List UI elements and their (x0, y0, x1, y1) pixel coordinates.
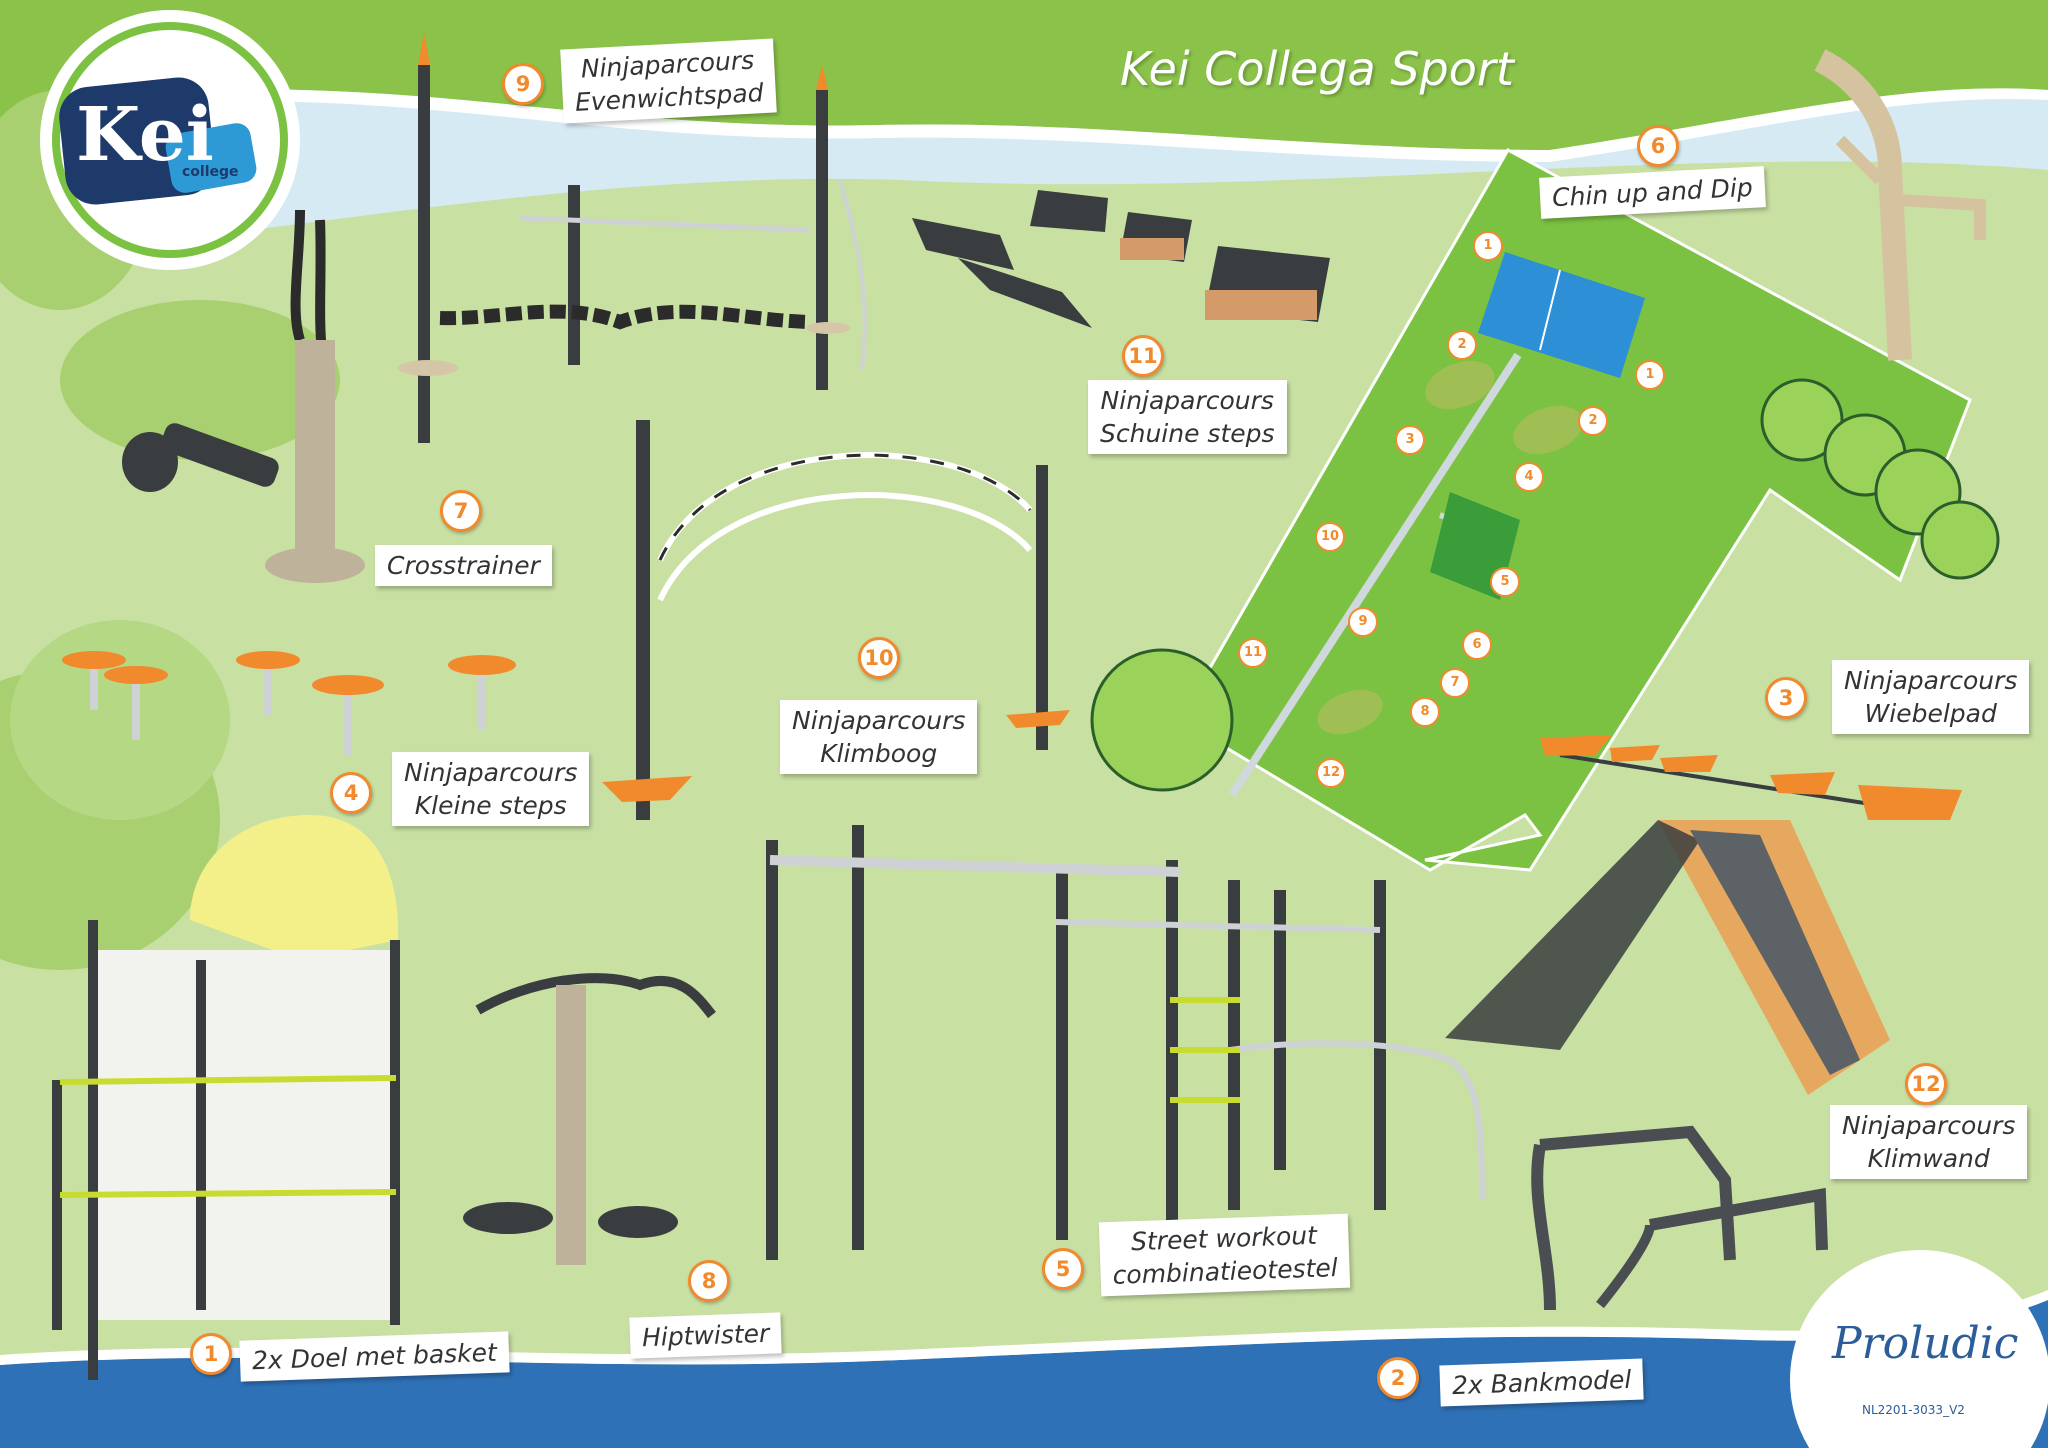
equipment-crosstrainer (122, 209, 365, 583)
map-badge-9: 9 (1348, 607, 1378, 637)
map-trees (1090, 378, 2000, 792)
badge-10: 10 (858, 637, 900, 679)
map-badge-1: 1 (1635, 360, 1665, 390)
page-title: Kei Collega Sport (1120, 42, 1514, 96)
label-line: Schuine steps (1100, 419, 1275, 448)
label-wiebelpad: Ninjaparcours Wiebelpad (1832, 660, 2030, 734)
bottom-blue-band (0, 1300, 2048, 1448)
map-badge-10: 10 (1315, 522, 1345, 552)
label-evenwichtspad: Ninjaparcours Evenwichtspad (560, 38, 777, 124)
badge-3: 3 (1765, 677, 1807, 719)
label-line: Ninjaparcours (1842, 1111, 2016, 1140)
label-schuine-steps: Ninjaparcours Schuine steps (1088, 380, 1287, 454)
map-badge-2: 2 (1447, 330, 1477, 360)
equipment-wiebelpad (1540, 735, 1962, 820)
label-line: Ninjaparcours (1844, 666, 2018, 695)
equipment-bankmodel (1531, 1125, 1828, 1311)
label-line: combinatieotestel (1112, 1253, 1339, 1290)
map-badge-11: 11 (1238, 638, 1268, 668)
map-badge-6: 6 (1462, 630, 1492, 660)
badge-8: 8 (688, 1260, 730, 1302)
label-klimwand: Ninjaparcours Klimwand (1830, 1105, 2028, 1179)
equipment-hiptwister (463, 973, 716, 1265)
label-line: Crosstrainer (387, 551, 540, 580)
kei-logo-subtext: college (182, 164, 239, 180)
map-badge-7: 7 (1440, 668, 1470, 698)
badge-4: 4 (330, 772, 372, 814)
badge-7: 7 (440, 490, 482, 532)
label-line: 2x Doel met basket (251, 1337, 498, 1376)
map-badge-3: 3 (1395, 425, 1425, 455)
site-map-field (1180, 150, 1970, 870)
proludic-logo-badge (1790, 1250, 2048, 1448)
label-line: Chin up and Dip (1551, 172, 1754, 213)
equipment-kleine-steps (62, 651, 516, 755)
equipment-schuine-steps (912, 190, 1330, 328)
badge-6: 6 (1637, 125, 1679, 167)
badge-11: 11 (1122, 335, 1164, 377)
map-badge-12: 12 (1316, 758, 1346, 788)
equipment-chin-up-dip (1814, 49, 1986, 361)
label-bankmodel: 2x Bankmodel (1439, 1358, 1644, 1407)
badge-1: 1 (190, 1333, 232, 1375)
equipment-klimboog (602, 420, 1070, 820)
badge-5: 5 (1042, 1248, 1084, 1290)
map-badge-4: 4 (1514, 462, 1544, 492)
equipment-evenwichtspad (398, 32, 867, 443)
map-basketball-court (1478, 252, 1645, 378)
map-badge-8: 8 (1410, 697, 1440, 727)
proludic-logo-text: Proludic (1832, 1318, 2019, 1369)
kei-logo-text: Kei (76, 92, 214, 178)
map-badge-2: 2 (1578, 406, 1608, 436)
label-kleine-steps: Ninjaparcours Kleine steps (392, 752, 590, 826)
map-badge-5: 5 (1490, 567, 1520, 597)
badge-9: 9 (502, 63, 544, 105)
label-line: Klimwand (1867, 1144, 1990, 1173)
map-badge-1: 1 (1473, 231, 1503, 261)
equipment-street-workout (766, 825, 1485, 1260)
badge-12: 12 (1905, 1063, 1947, 1105)
label-line: Hiptwister (641, 1318, 770, 1353)
top-green-band (0, 0, 2048, 150)
label-line: 2x Bankmodel (1451, 1364, 1632, 1401)
label-line: Ninjaparcours (404, 758, 578, 787)
equipment-doel-met-basket (52, 815, 400, 1380)
label-hiptwister: Hiptwister (629, 1312, 782, 1359)
label-street-workout: Street workout combinatieotestel (1098, 1213, 1351, 1297)
label-line: Kleine steps (414, 791, 567, 820)
label-line: Ninjaparcours (792, 706, 966, 735)
equipment-klimwand (1445, 820, 1890, 1095)
label-line: Klimboog (820, 739, 938, 768)
label-line: Ninjaparcours (1100, 386, 1274, 415)
document-code: NL2201-3033_V2 (1862, 1403, 1965, 1417)
label-crosstrainer: Crosstrainer (375, 545, 552, 586)
label-line: Wiebelpad (1864, 699, 1997, 728)
label-klimboog: Ninjaparcours Klimboog (780, 700, 978, 774)
badge-2: 2 (1377, 1357, 1419, 1399)
